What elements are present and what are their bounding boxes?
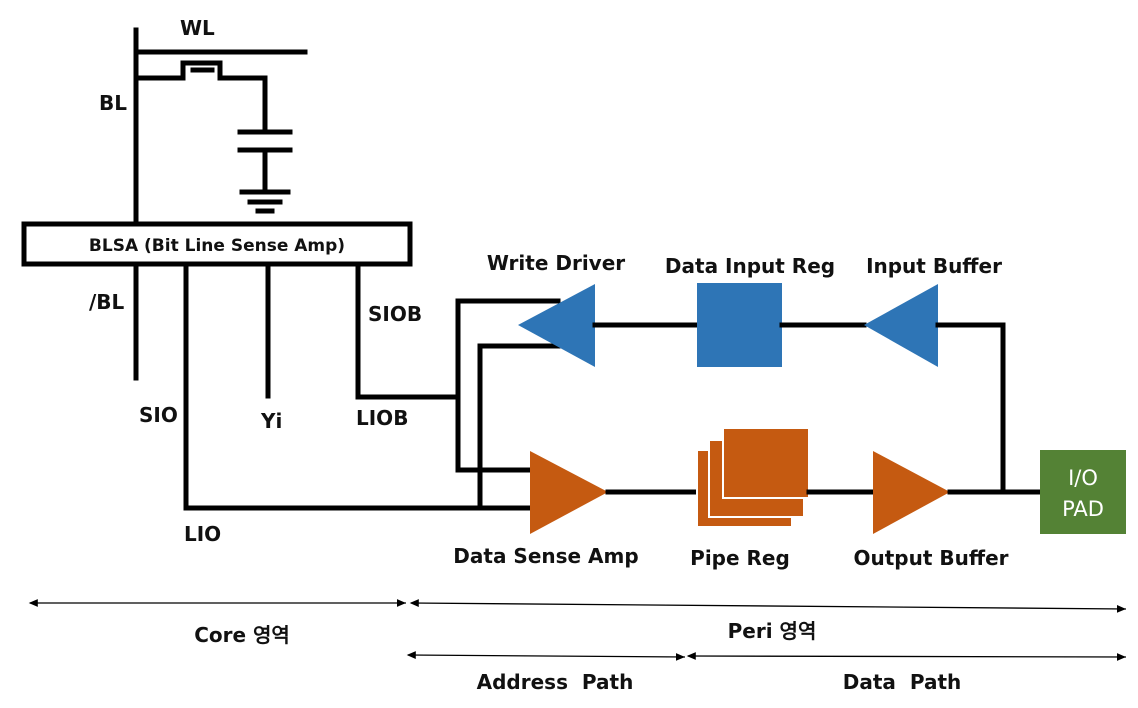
address-path-arrow <box>406 651 686 661</box>
wl-label: WL <box>180 16 215 40</box>
siob-label: SIOB <box>368 302 422 326</box>
address-path-label: Address Path <box>477 670 634 694</box>
yi-label: Yi <box>260 409 282 433</box>
input-buffer-label: Input Buffer <box>866 254 1002 278</box>
peri-region-arrow <box>409 599 1127 613</box>
blsa-box <box>21 221 413 267</box>
data-sense-amp-label: Data Sense Amp <box>453 544 638 568</box>
input-buffer-triangle <box>864 284 938 367</box>
sio-lio-line <box>183 263 533 511</box>
io-pad-label-line1: I/O <box>1068 466 1098 490</box>
siob-liob-line <box>355 263 461 400</box>
bl-label: BL <box>99 91 127 115</box>
access-transistor <box>133 60 268 135</box>
liob-label: LIOB <box>356 406 408 430</box>
output-buffer-triangle <box>873 451 950 534</box>
data-sense-amp-triangle <box>530 451 608 534</box>
data-path-label: Data Path <box>843 670 962 694</box>
data-input-reg-block <box>697 283 782 367</box>
io-pad-label-line2: PAD <box>1062 497 1104 521</box>
wire-pad-to-ib <box>935 322 1006 495</box>
core-region-label: Core 영역 <box>194 623 290 647</box>
pipe-reg-label: Pipe Reg <box>690 546 790 570</box>
blsa-label: BLSA (Bit Line Sense Amp) <box>89 236 345 256</box>
pipe-reg-layer-front <box>722 427 810 499</box>
sio-label: SIO <box>139 403 178 427</box>
output-buffer-label: Output Buffer <box>854 546 1009 570</box>
write-driver-label: Write Driver <box>487 251 625 275</box>
peri-region-label: Peri 영역 <box>728 619 817 643</box>
write-driver-out-top <box>455 298 561 473</box>
data-path-arrow <box>686 652 1127 661</box>
memory-cell <box>133 27 308 227</box>
write-driver-triangle <box>518 284 595 367</box>
lio-label: LIO <box>184 522 221 546</box>
write-driver-out-bottom <box>477 343 561 511</box>
io-pad-block <box>1040 450 1126 534</box>
data-input-reg-label: Data Input Reg <box>665 254 835 278</box>
blb-label: /BL <box>89 290 125 314</box>
pipe-reg-block <box>696 427 810 528</box>
